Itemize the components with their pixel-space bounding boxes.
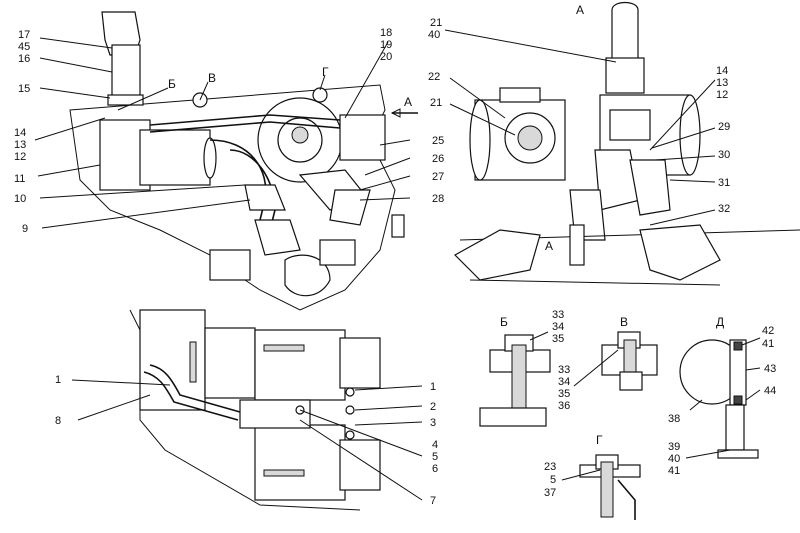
callout-15: 15 — [18, 83, 30, 95]
callout-A-21: 21 — [430, 17, 442, 29]
callout-16: 16 — [18, 53, 30, 65]
view-arrow-label: А — [404, 95, 412, 109]
detail-B-34: 34 — [552, 321, 564, 333]
detail-B-35: 35 — [552, 333, 564, 345]
callout-bl-3: 3 — [430, 417, 436, 429]
callout-13: 13 — [14, 139, 26, 151]
callout-A-30: 30 — [718, 149, 730, 161]
callout-A-12: 12 — [716, 89, 728, 101]
callout-A-21b: 21 — [430, 97, 442, 109]
callout-A-22: 22 — [428, 71, 440, 83]
detail-D: Д 42 41 43 44 38 39 40 41 — [668, 315, 776, 477]
callout-A-31: 31 — [718, 177, 730, 189]
callout-25: 25 — [432, 135, 444, 147]
callout-bl-2: 2 — [430, 401, 436, 413]
detail-G: Г 23 5 37 — [544, 433, 641, 520]
callout-bl-5: 5 — [432, 451, 438, 463]
callout-A-29: 29 — [718, 121, 730, 133]
callout-9: 9 — [22, 223, 28, 235]
callout-27: 27 — [432, 171, 444, 183]
callout-bl-6: 6 — [432, 463, 438, 475]
detail-B-title: Б — [500, 315, 508, 329]
callout-20: 20 — [380, 51, 392, 63]
callout-11: 11 — [14, 173, 25, 185]
detail-V-36: 36 — [558, 400, 570, 412]
callout-28: 28 — [432, 193, 444, 205]
detail-D-42: 42 — [762, 325, 774, 337]
callout-bl-7: 7 — [430, 495, 436, 507]
detail-D-44: 44 — [764, 385, 776, 397]
detail-D-title: Д — [716, 315, 724, 329]
detail-D-38: 38 — [668, 413, 680, 425]
detail-G-23: 23 — [544, 461, 556, 473]
callout-A-13: 13 — [716, 77, 728, 89]
detail-B: Б 33 34 35 — [479, 309, 564, 427]
detail-V-34: 34 — [558, 376, 570, 388]
detail-D-40: 40 — [668, 453, 680, 465]
callout-G-letter: Г — [322, 65, 329, 79]
callout-bl-1b: 1 — [430, 381, 436, 393]
callout-A-40: 40 — [428, 29, 440, 41]
callout-10: 10 — [14, 193, 26, 205]
callout-bl-4: 4 — [432, 439, 438, 451]
view-A-bottom-marker: А — [545, 239, 553, 253]
callout-17: 17 — [18, 29, 30, 41]
callout-45: 45 — [18, 41, 30, 53]
callout-26: 26 — [432, 153, 444, 165]
view-A-title: А — [576, 3, 584, 17]
detail-V-33: 33 — [558, 364, 570, 376]
callout-12: 12 — [14, 151, 26, 163]
detail-G-37: 37 — [544, 487, 556, 499]
detail-G-5: 5 — [550, 474, 556, 486]
detail-D-41b: 41 — [668, 465, 680, 477]
detail-V-35: 35 — [558, 388, 570, 400]
detail-V: В 33 34 35 36 — [558, 315, 658, 412]
callout-V-letter: В — [208, 71, 216, 85]
detail-D-43: 43 — [764, 363, 776, 375]
top-left-view: А 17 45 16 15 Б В Г 18 19 20 14 13 12 11… — [14, 11, 444, 311]
bottom-left-view: 1 8 1 2 3 4 5 6 7 — [55, 309, 438, 511]
callout-A-32: 32 — [718, 203, 730, 215]
callout-18: 18 — [380, 27, 392, 39]
callout-19: 19 — [380, 39, 392, 51]
detail-D-39: 39 — [668, 441, 680, 453]
callout-A-14: 14 — [716, 65, 728, 77]
callout-B-letter: Б — [168, 77, 176, 91]
top-right-view: А А 21 40 22 21 — [428, 1, 800, 286]
callout-bl-8: 8 — [55, 415, 61, 427]
detail-G-title: Г — [596, 433, 603, 447]
detail-B-33: 33 — [552, 309, 564, 321]
callout-bl-1: 1 — [55, 374, 61, 386]
callout-14: 14 — [14, 127, 26, 139]
detail-V-title: В — [620, 315, 628, 329]
detail-D-41: 41 — [762, 338, 774, 350]
